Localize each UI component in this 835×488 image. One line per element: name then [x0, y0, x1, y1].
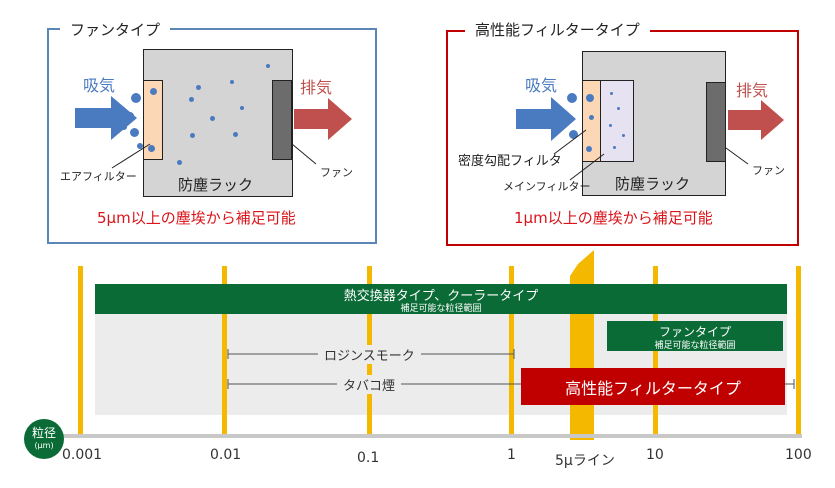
fan-pointer-line	[291, 143, 317, 165]
tick-label-0-001: 0.001	[62, 447, 103, 463]
hp-intake-label: 吸気	[525, 76, 558, 95]
tick-label-1: 1	[507, 447, 516, 463]
tick-label-100: 100	[785, 447, 812, 463]
fan-unit	[272, 80, 292, 160]
tobacco-smoke-label: タバコ煙	[337, 375, 402, 394]
dust-particle	[613, 146, 616, 149]
dust-particle	[586, 94, 594, 102]
dust-particle	[150, 88, 157, 95]
main-filter	[600, 80, 634, 162]
dust-particle	[121, 124, 127, 130]
tick-label-10: 10	[646, 447, 664, 463]
tick-label-5-micron: 5μライン	[555, 453, 615, 469]
decade-line-1	[509, 266, 514, 438]
gradient-filter-label: 密度勾配フィルタ	[458, 154, 562, 169]
rosin-smoke-label: ロジンスモーク	[318, 345, 421, 364]
five-micron-line	[570, 250, 594, 440]
hp-intake-arrow-icon	[516, 97, 576, 141]
dust-particle	[609, 124, 612, 127]
air-filter	[143, 80, 163, 160]
filter-pointer-line	[111, 143, 151, 169]
main-filter-label: メインフィルター	[503, 180, 591, 193]
hp-fan-pointer-line	[725, 147, 749, 165]
decade-line-0-01	[222, 266, 227, 438]
dust-particle	[130, 128, 139, 137]
dust-particle	[589, 115, 594, 120]
hp-fan-label: ファン	[752, 164, 785, 177]
air-filter-label: エアフィルター	[60, 170, 137, 183]
dust-particle	[567, 93, 577, 103]
dust-particle	[617, 107, 620, 110]
dust-particle	[240, 106, 244, 110]
hp-fan-unit	[706, 82, 726, 162]
heat-exchanger-range-sub: 補足可能な粒径範囲	[400, 304, 482, 314]
hp-caption: 1μm以上の塵埃から補足可能	[514, 209, 713, 227]
particle-size-badge-label: 粒径	[31, 426, 56, 440]
tick-label-0-1: 0.1	[357, 450, 380, 466]
dust-particle	[230, 80, 234, 84]
fan-type-range-box	[607, 321, 783, 351]
dust-particle	[190, 133, 195, 138]
dust-particle	[622, 134, 625, 137]
dust-particle	[148, 145, 155, 152]
fan-type-range-sub: 補足可能な粒径範囲	[654, 341, 736, 351]
dust-particle	[569, 130, 578, 139]
size-axis	[42, 434, 802, 438]
hp-filter-range-label: 高性能フィルタータイプ	[565, 379, 741, 398]
dust-particle	[189, 97, 194, 102]
decade-line-100	[796, 266, 801, 438]
hp-filter-range-box	[521, 368, 785, 405]
fan-label: ファン	[320, 166, 353, 179]
decade-line-10	[653, 266, 658, 438]
heat-exchanger-range-title: 熱交換器タイプ、クーラータイプ	[343, 289, 539, 304]
decade-line-0-001	[78, 266, 83, 438]
dust-particle	[233, 132, 238, 137]
fan-type-title: ファンタイプ	[60, 19, 171, 40]
dust-particle	[210, 116, 215, 121]
hp-exhaust-label: 排気	[736, 81, 769, 100]
fan-exhaust-label: 排気	[300, 78, 333, 97]
gradient-filter-pointer-line	[553, 129, 587, 155]
dust-particle	[610, 92, 613, 95]
hp-rack-label: 防塵ラック	[615, 175, 691, 193]
particle-size-badge	[24, 419, 64, 459]
dust-particle	[196, 85, 201, 90]
heat-exchanger-range-bar	[95, 284, 787, 314]
dust-particle	[126, 112, 134, 120]
dust-particle	[266, 64, 270, 68]
dust-particle	[131, 93, 141, 103]
dust-particle	[586, 146, 592, 152]
hp-filter-title: 高性能フィルタータイプ	[465, 19, 650, 40]
hp-exhaust-arrow-icon	[728, 100, 784, 140]
fan-intake-label: 吸気	[83, 76, 116, 95]
fan-type-panel	[47, 28, 377, 244]
dust-particle	[137, 143, 143, 149]
dust-particle	[177, 160, 182, 165]
tick-label-0-01: 0.01	[210, 447, 242, 463]
dust-particle	[563, 114, 571, 122]
main-filter-pointer-line	[569, 153, 605, 181]
fan-caption: 5μm以上の塵埃から補足可能	[97, 209, 296, 227]
fan-rack-label: 防塵ラック	[178, 176, 254, 194]
fan-type-range-title: ファンタイプ	[658, 325, 731, 339]
exhaust-arrow-icon	[294, 98, 352, 140]
particle-size-badge-unit: (μm)	[34, 441, 54, 450]
